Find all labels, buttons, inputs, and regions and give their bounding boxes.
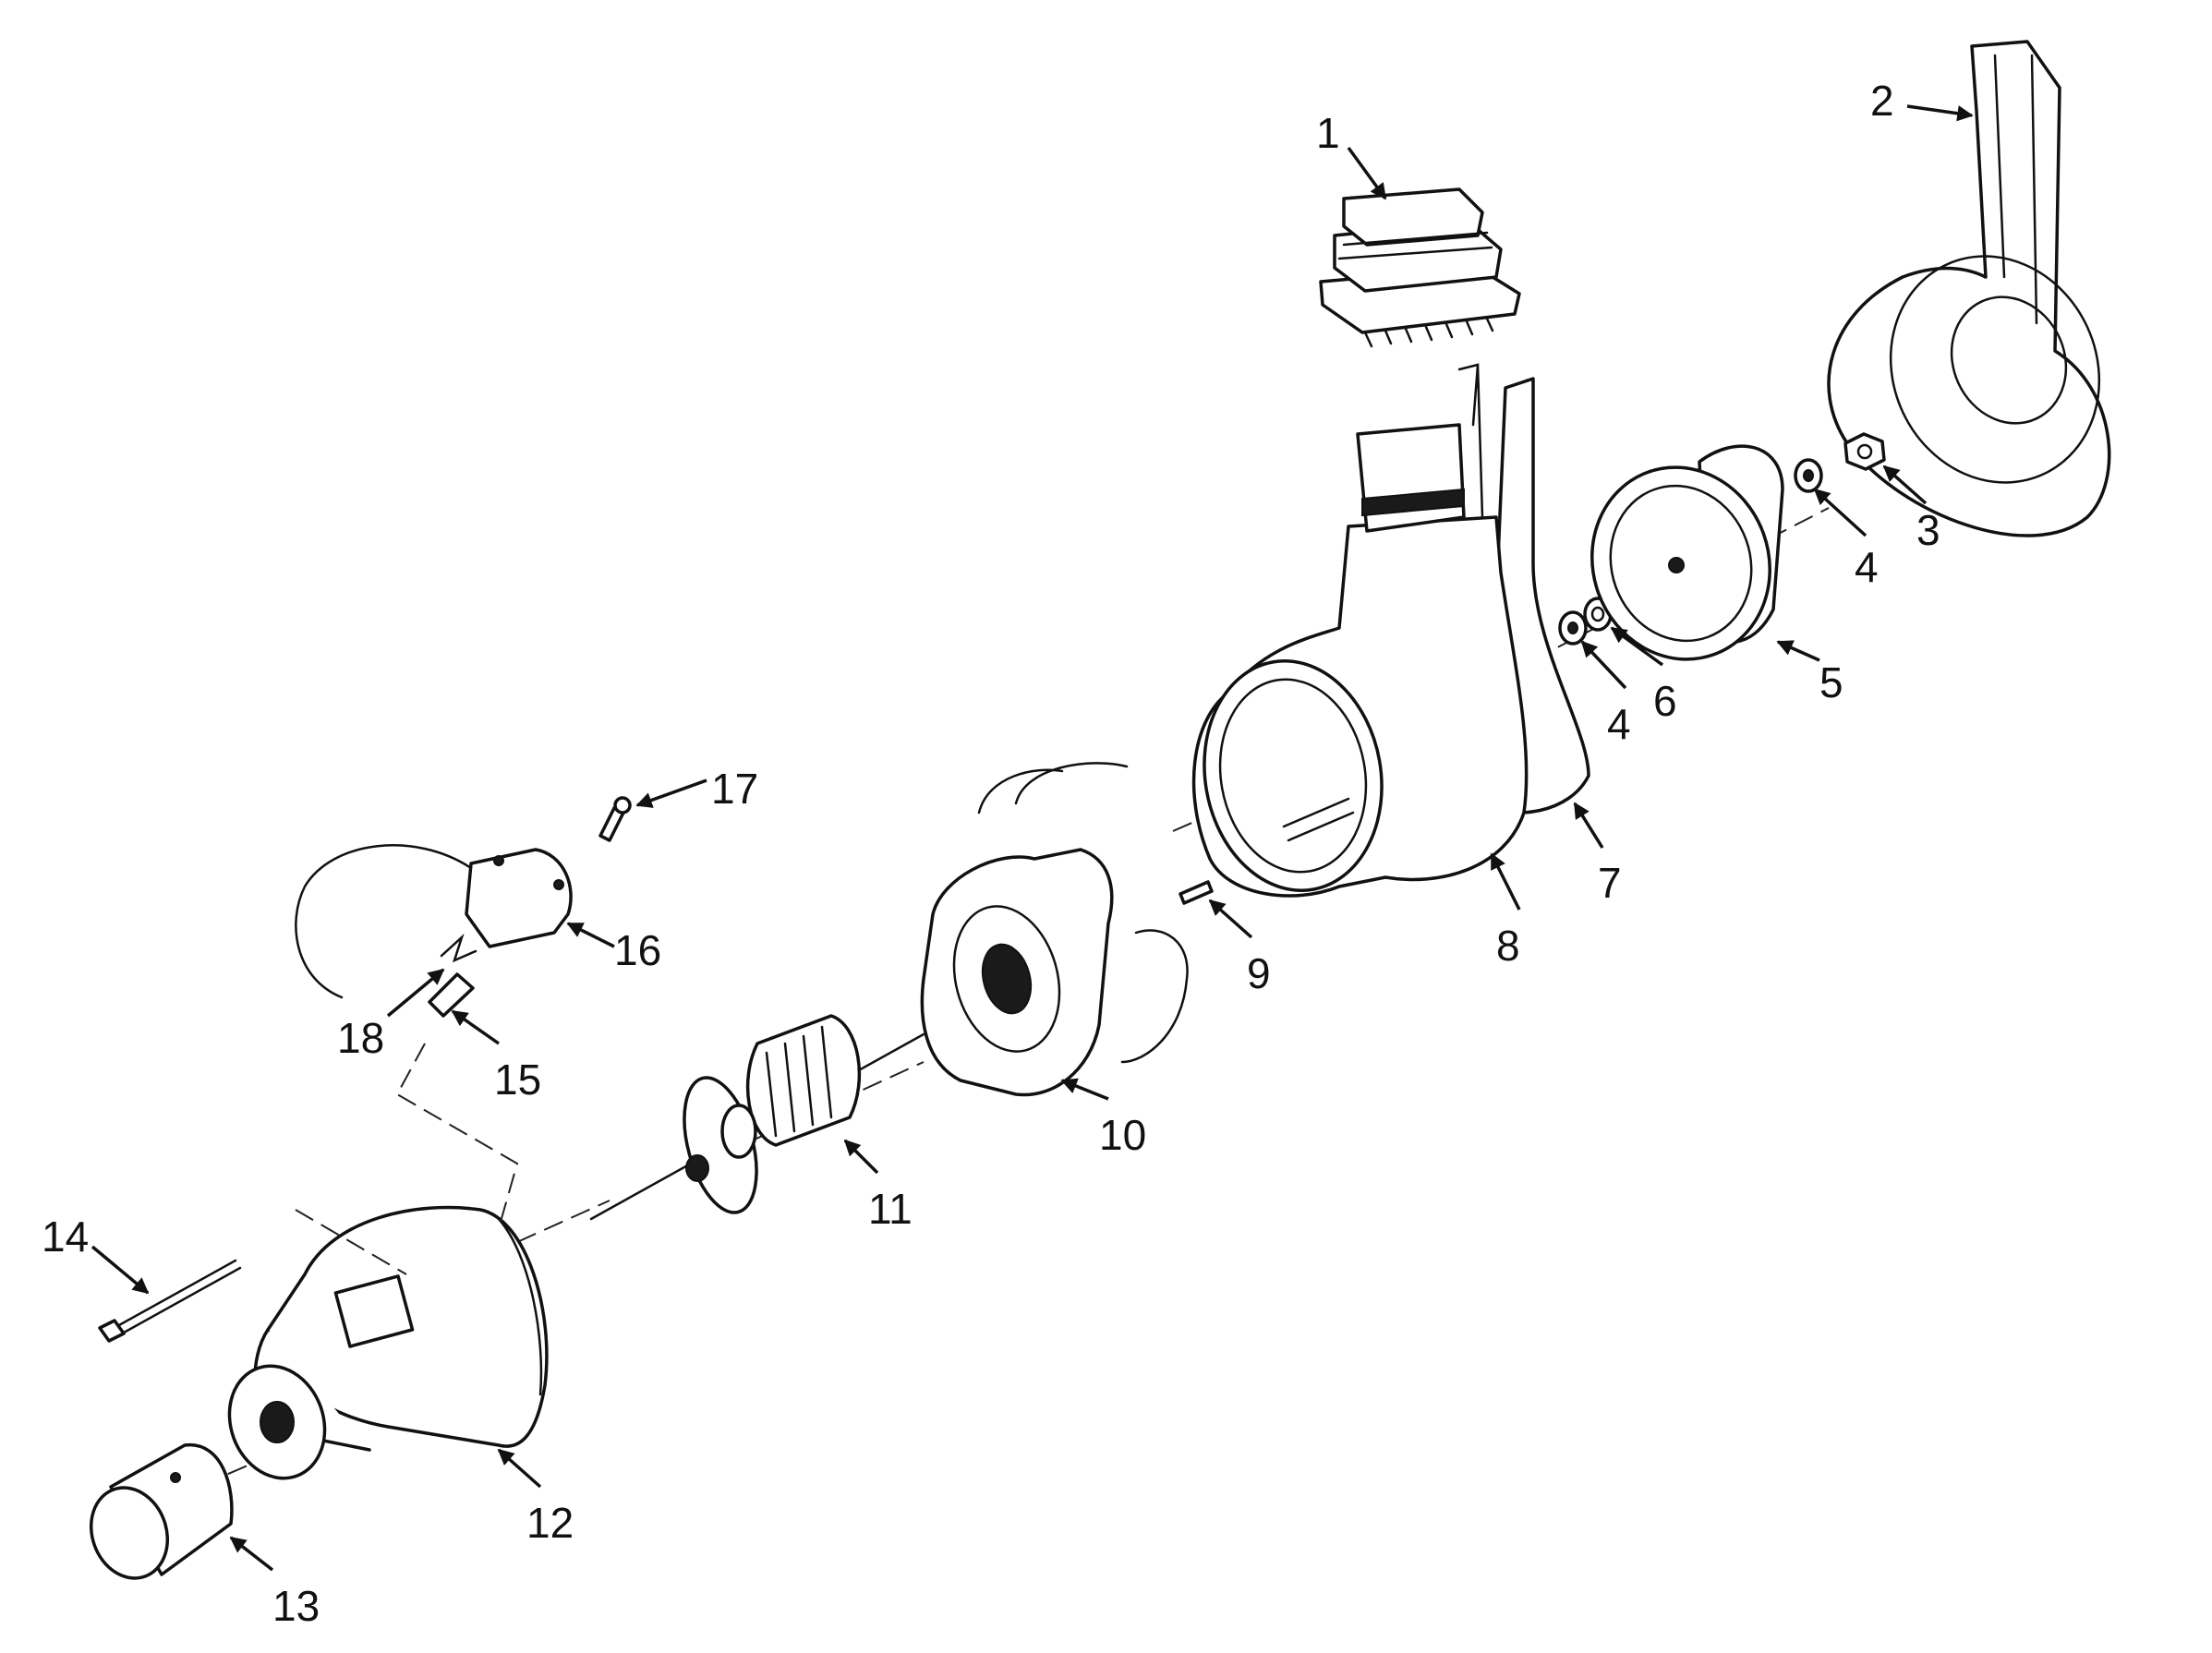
callout-16-label: 16 bbox=[614, 926, 661, 974]
washer-part-lower bbox=[1558, 610, 1588, 646]
brush-screw-part bbox=[598, 796, 632, 842]
callout-1-label: 1 bbox=[1316, 109, 1340, 157]
callout-4-upper-label: 4 bbox=[1855, 543, 1879, 591]
callout-12-label: 12 bbox=[526, 1499, 574, 1547]
callout-14-label: 14 bbox=[42, 1213, 89, 1261]
guide-lines bbox=[295, 1043, 519, 1275]
connector-part bbox=[1319, 187, 1521, 348]
end-cap-part bbox=[89, 1443, 234, 1580]
callout-11-label: 11 bbox=[868, 1185, 913, 1233]
small-screw-part bbox=[1179, 880, 1214, 905]
brush-part bbox=[428, 972, 475, 1018]
brush-holder-part bbox=[295, 844, 573, 999]
stator-field-part bbox=[920, 762, 1189, 1097]
callout-2-label: 2 bbox=[1870, 77, 1894, 125]
callout-6-label: 6 bbox=[1653, 677, 1677, 725]
callout-leaders bbox=[91, 104, 1974, 1572]
callout-4-lower-label: 4 bbox=[1607, 700, 1631, 748]
callout-8-label: 8 bbox=[1496, 922, 1520, 970]
through-bolt-part bbox=[98, 1259, 242, 1343]
fan-impeller-part bbox=[1590, 444, 1784, 661]
brush-spring-part bbox=[440, 933, 477, 963]
nut-part bbox=[1843, 432, 1886, 471]
callout-9-label: 9 bbox=[1247, 949, 1271, 997]
callout-labels: 1 2 3 4 5 4 6 7 8 9 10 11 12 13 14 15 16… bbox=[42, 77, 1940, 1630]
washer-part-upper bbox=[1794, 458, 1823, 493]
rotor-disk-part bbox=[227, 1364, 327, 1480]
callout-13-label: 13 bbox=[272, 1582, 320, 1630]
armature-part bbox=[589, 1014, 925, 1221]
callout-18-label: 18 bbox=[337, 1014, 384, 1062]
callout-10-label: 10 bbox=[1099, 1111, 1146, 1159]
callout-3-label: 3 bbox=[1916, 506, 1940, 554]
cover-plate-part bbox=[1827, 40, 2111, 537]
callout-15-label: 15 bbox=[494, 1056, 541, 1104]
blower-housing-part bbox=[1191, 363, 1529, 898]
callout-5-label: 5 bbox=[1819, 658, 1843, 706]
callout-7-label: 7 bbox=[1598, 859, 1622, 907]
callout-17-label: 17 bbox=[711, 765, 758, 813]
